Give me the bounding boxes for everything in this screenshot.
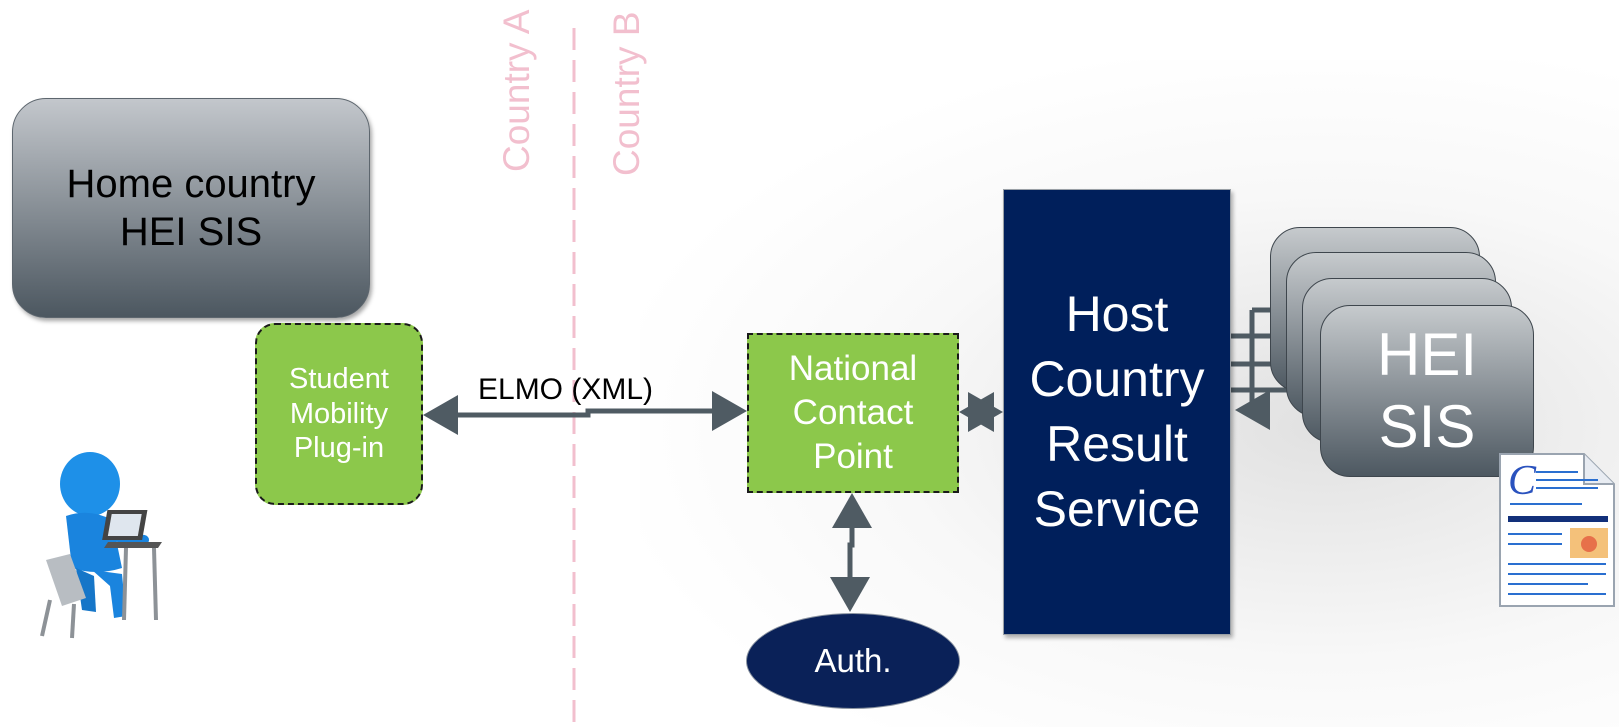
national-contact-point-node: National Contact Point: [747, 333, 959, 493]
host-country-result-service-node: Host Country Result Service: [1003, 189, 1231, 635]
edge-ncp-auth: [830, 493, 872, 612]
edge-label-elmo: ELMO (XML): [478, 373, 654, 406]
country-b-label: Country B: [606, 11, 647, 176]
country-a-label: Country A: [496, 9, 537, 172]
home-country-hei-sis-node: Home country HEI SIS: [12, 98, 370, 318]
document-icon: C: [1499, 453, 1615, 607]
student-mobility-plugin-node: Student Mobility Plug-in: [255, 323, 423, 505]
student-laptop-icon: [40, 452, 162, 639]
auth-node: Auth.: [746, 613, 960, 709]
hei-sis-node: HEI SIS: [1320, 305, 1534, 477]
svg-text:C: C: [1508, 458, 1537, 504]
edge-plugin-ncp: [423, 391, 747, 435]
